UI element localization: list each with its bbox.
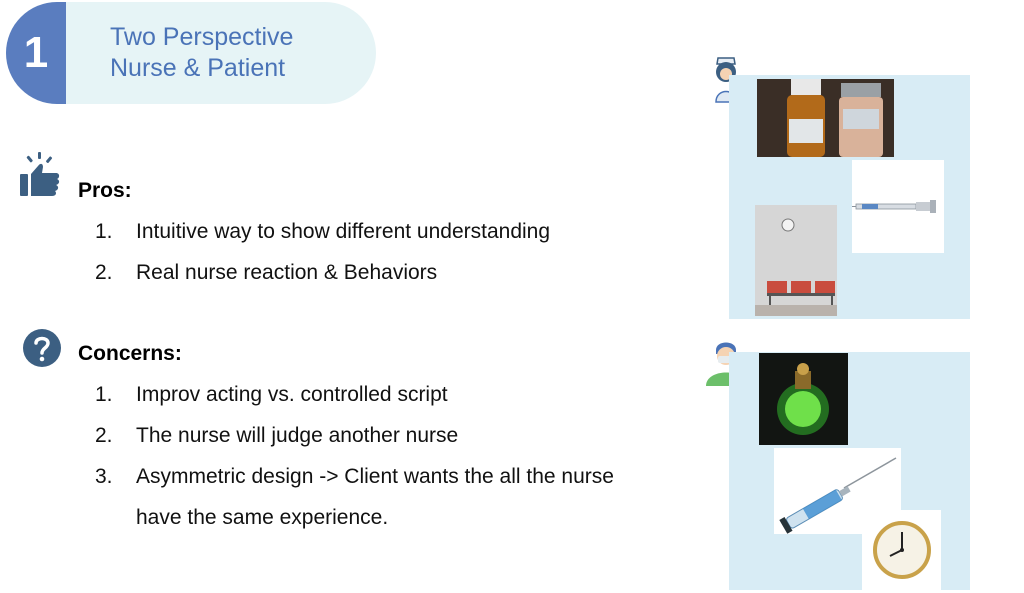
concerns-title: Concerns: [78,342,182,365]
concerns-item-2: The nurse will judge another nurse [136,424,459,447]
syringe-image [852,160,944,253]
pros-item-2-num: 2. [95,261,113,284]
thumbs-up-icon [20,152,60,196]
header-pill [6,2,376,104]
question-icon [23,329,61,367]
header-number: 1 [23,28,49,77]
concerns-item-3: Asymmetric design -> Client wants the al… [136,465,614,488]
concerns-item-3-num: 3. [95,465,113,488]
header-title-line2: Nurse & Patient [110,54,286,82]
concerns-item-2-num: 2. [95,424,113,447]
wall-clock-image [862,510,941,590]
pros-item-1: Intuitive way to show different understa… [136,220,551,243]
pros-item-1-num: 1. [95,220,113,243]
medicine-bottles-image [757,79,894,157]
pros-item-2: Real nurse reaction & Behaviors [136,261,438,284]
header-title-line1: Two Perspective [110,23,294,51]
pros-title: Pros: [78,179,132,202]
concerns-item-1-num: 1. [95,383,113,406]
header-title: Two Perspective Nurse & Patient [110,22,293,84]
waiting-room-image [755,205,837,316]
green-potion-image [759,353,848,445]
concerns-item-3-cont: have the same experience. [136,506,389,529]
concerns-item-1: Improv acting vs. controlled script [136,383,448,406]
